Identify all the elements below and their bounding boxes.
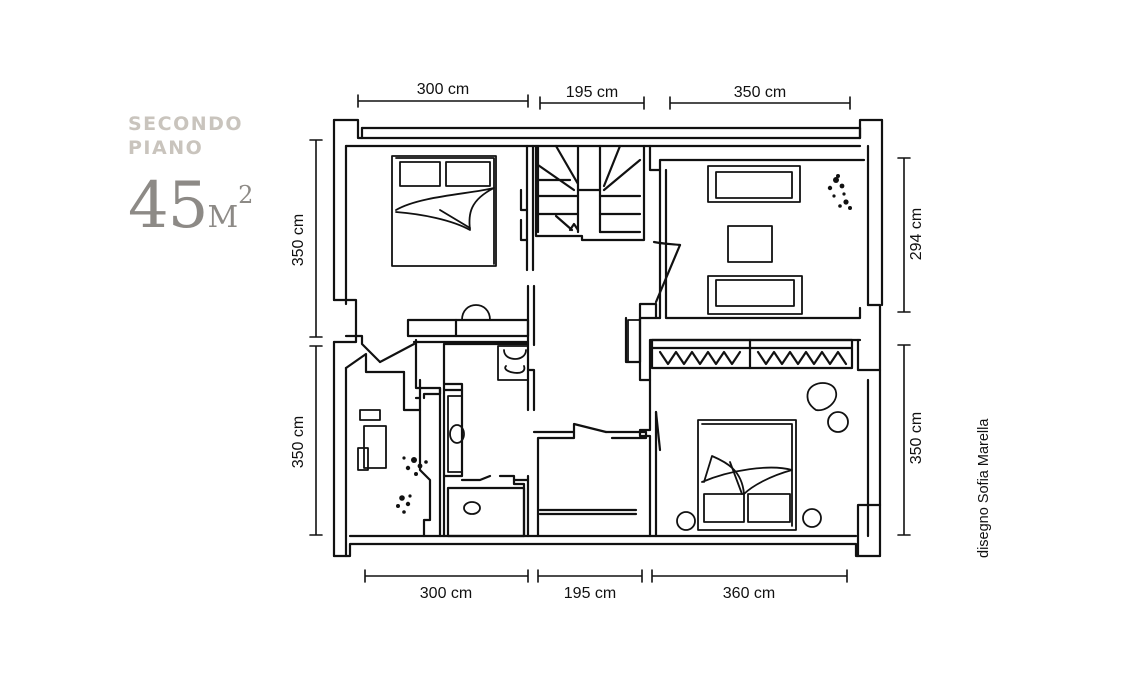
dim-top-1: 300 cm [417, 81, 469, 98]
drawing-credit: disegno Sofia Marella [976, 418, 992, 558]
bed-2 [697, 419, 797, 531]
dim-top-2: 195 cm [566, 84, 618, 101]
dim-bottom-2: 195 cm [564, 585, 616, 602]
dim-left-2: 350 cm [290, 416, 307, 468]
furniture [357, 155, 849, 531]
sofa-top [707, 165, 801, 203]
dining-table [363, 425, 387, 469]
toilet [497, 345, 529, 381]
dresser [407, 319, 457, 337]
dim-left-1: 350 cm [290, 214, 307, 266]
area-unit: M [207, 200, 239, 235]
floor-label-line2: PIANO [128, 137, 204, 159]
floor-area: 45M2 [128, 174, 253, 238]
plants [396, 174, 852, 514]
dimension-lines [309, 94, 911, 583]
dim-bottom-1: 300 cm [420, 585, 472, 602]
dim-bottom-3: 360 cm [723, 585, 775, 602]
area-value: 45 [128, 169, 208, 243]
dim-right-2: 350 cm [908, 412, 925, 464]
coffee-table [727, 225, 773, 263]
interior-walls [344, 144, 866, 538]
dimension-labels: 300 cm 195 cm 350 cm 300 cm 195 cm 360 c… [290, 81, 925, 602]
dim-top-3: 350 cm [734, 84, 786, 101]
floor-label-line1: SECONDO [128, 113, 244, 135]
dim-right-1: 294 cm [908, 208, 925, 260]
exterior-walls [332, 118, 884, 558]
sofa-bottom [707, 275, 803, 315]
area-exponent: 2 [238, 181, 254, 209]
bed-1 [391, 155, 497, 267]
title-block: SECONDO PIANO 45M2 [128, 112, 253, 238]
